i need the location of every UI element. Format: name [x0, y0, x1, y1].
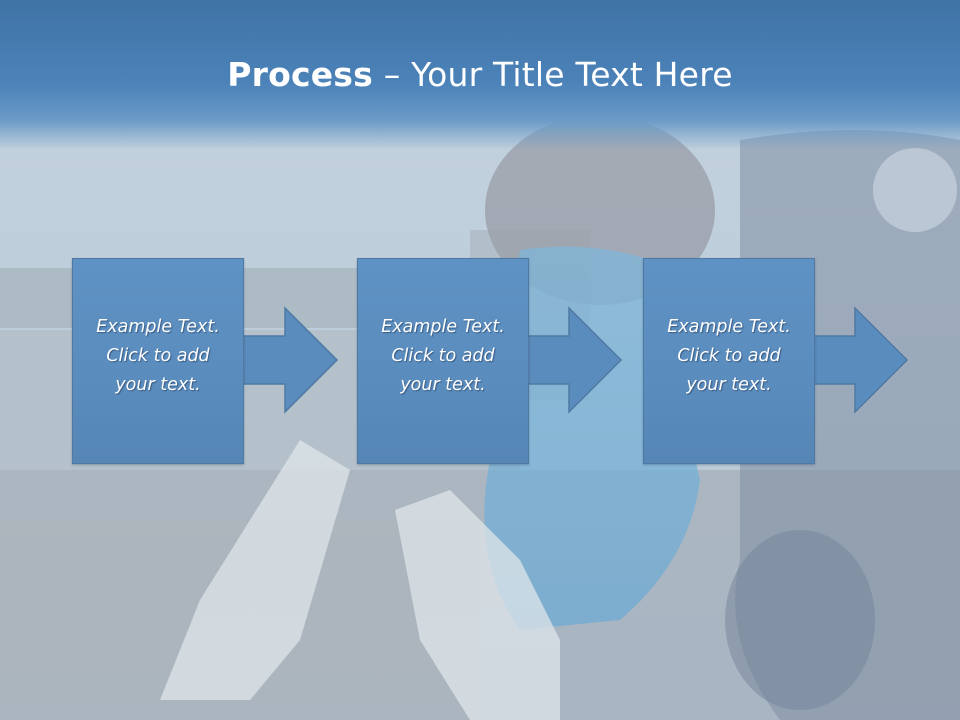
step-line-1: Example Text.: [381, 317, 505, 337]
step-line-3: your text.: [686, 375, 772, 395]
step-text: Example Text. Click to add your text.: [73, 313, 243, 400]
title-separator: –: [373, 55, 412, 94]
slide-title[interactable]: Process – Your Title Text Here: [0, 52, 960, 98]
arrow-right-icon: [524, 306, 623, 414]
title-rest: Your Title Text Here: [411, 55, 733, 94]
title-band: [0, 0, 960, 150]
step-line-3: your text.: [400, 375, 486, 395]
arrow-right-icon: [810, 306, 909, 414]
step-line-1: Example Text.: [667, 317, 791, 337]
step-text: Example Text. Click to add your text.: [644, 313, 814, 400]
step-line-2: Click to add: [677, 346, 781, 366]
process-step-3[interactable]: Example Text. Click to add your text.: [643, 258, 815, 464]
arrow-right-icon: [240, 306, 339, 414]
step-line-2: Click to add: [106, 346, 210, 366]
title-bold: Process: [227, 55, 373, 94]
step-line-1: Example Text.: [96, 317, 220, 337]
step-line-2: Click to add: [391, 346, 495, 366]
step-text: Example Text. Click to add your text.: [358, 313, 528, 400]
process-step-1[interactable]: Example Text. Click to add your text.: [72, 258, 244, 464]
process-step-2[interactable]: Example Text. Click to add your text.: [357, 258, 529, 464]
step-line-3: your text.: [115, 375, 201, 395]
